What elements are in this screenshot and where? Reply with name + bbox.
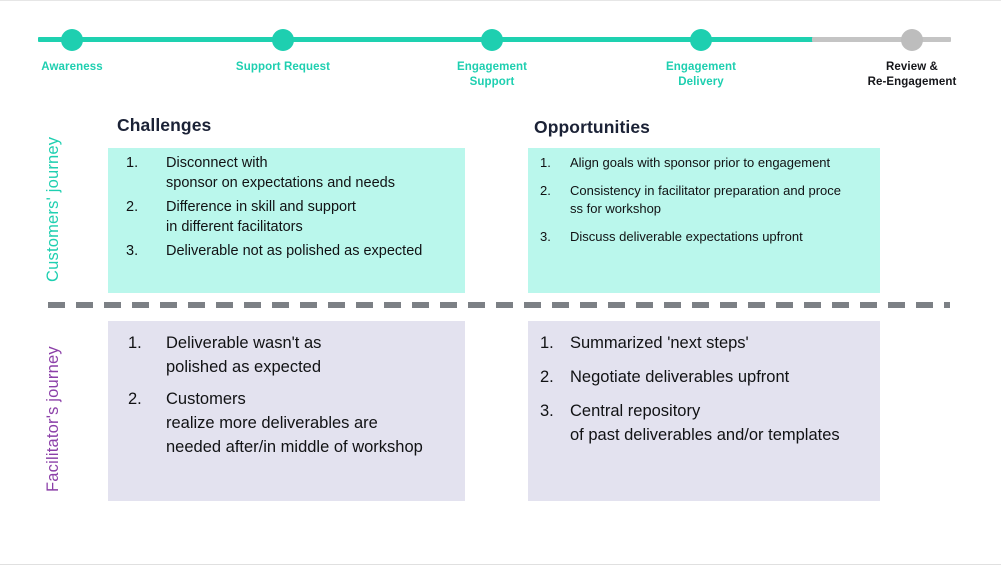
list-item-number: 2.: [540, 183, 551, 198]
list-item-text: Discuss deliverable expectations upfront: [570, 229, 803, 244]
list-item: 2. Difference in skill and support in di…: [118, 198, 455, 237]
list-item: 1. Disconnect with sponsor on expectatio…: [118, 154, 455, 193]
list-item-text: Align goals with sponsor prior to engage…: [570, 155, 831, 170]
list-item: 1. Deliverable wasn't as polished as exp…: [120, 331, 455, 379]
timeline-node-review-reengagement[interactable]: [901, 29, 923, 51]
list-item-number: 1.: [540, 334, 554, 352]
journey-row-divider: [48, 302, 950, 308]
panel-facilitator-challenges: 1. Deliverable wasn't as polished as exp…: [108, 321, 465, 501]
list-facilitator-challenges: 1. Deliverable wasn't as polished as exp…: [120, 331, 455, 459]
list-item-number: 3.: [126, 243, 139, 259]
timeline-label-engagement-support: Engagement Support: [456, 61, 528, 88]
list-item-text: Deliverable not as polished as expected: [166, 243, 423, 259]
list-item: 2. Consistency in facilitator preparatio…: [540, 182, 870, 218]
timeline-node-awareness[interactable]: [61, 29, 83, 51]
list-item: 1. Summarized 'next steps': [540, 331, 870, 355]
timeline-label-engagement-delivery: Engagement Delivery: [665, 61, 737, 88]
timeline-rail-progress: [38, 37, 814, 42]
list-item-text: Deliverable wasn't as polished as expect…: [166, 334, 322, 376]
timeline-node-support-request[interactable]: [272, 29, 294, 51]
list-item: 2. Negotiate deliverables upfront: [540, 365, 870, 389]
list-customers-opportunities: 1. Align goals with sponsor prior to eng…: [540, 154, 870, 246]
list-item: 3. Discuss deliverable expectations upfr…: [540, 228, 870, 246]
list-facilitator-opportunities: 1. Summarized 'next steps' 2. Negotiate …: [540, 331, 870, 447]
panel-customers-challenges: 1. Disconnect with sponsor on expectatio…: [108, 148, 465, 293]
list-item: 2. Customers realize more deliverables a…: [120, 387, 455, 459]
row-label-customers-journey: Customers' journey: [44, 136, 62, 282]
list-customers-challenges: 1. Disconnect with sponsor on expectatio…: [118, 154, 455, 262]
list-item-number: 2.: [128, 390, 142, 408]
list-item: 1. Align goals with sponsor prior to eng…: [540, 154, 870, 172]
list-item-text: Disconnect with sponsor on expectations …: [166, 155, 395, 191]
list-item-text: Consistency in facilitator preparation a…: [570, 183, 841, 216]
list-item-number: 3.: [540, 402, 554, 420]
list-item-number: 1.: [128, 334, 142, 352]
list-item-text: Negotiate deliverables upfront: [570, 368, 790, 386]
list-item-text: Customers realize more deliverables are …: [166, 390, 423, 456]
list-item-number: 1.: [126, 155, 139, 171]
list-item-number: 2.: [540, 368, 554, 386]
list-item-number: 3.: [540, 229, 551, 244]
timeline-node-engagement-support[interactable]: [481, 29, 503, 51]
timeline-label-support-request: Support Request: [235, 61, 331, 73]
timeline-node-engagement-delivery[interactable]: [690, 29, 712, 51]
panel-facilitator-opportunities: 1. Summarized 'next steps' 2. Negotiate …: [528, 321, 880, 501]
row-label-facilitator-journey: Facilitator's journey: [44, 346, 62, 492]
list-item-text: Central repository of past deliverables …: [570, 402, 840, 444]
timeline-label-review-reengagement: Review & Re-Engagement: [867, 61, 957, 88]
list-item-number: 2.: [126, 199, 139, 215]
list-item-number: 1.: [540, 155, 551, 170]
column-heading-challenges: Challenges: [117, 115, 212, 135]
list-item-text: Summarized 'next steps': [570, 334, 749, 352]
list-item-text: Difference in skill and support in diffe…: [166, 199, 356, 235]
panel-customers-opportunities: 1. Align goals with sponsor prior to eng…: [528, 148, 880, 293]
journey-timeline: Awareness Support Request Engagement Sup…: [0, 1, 1001, 101]
list-item: 3. Deliverable not as polished as expect…: [118, 242, 455, 262]
list-item: 3. Central repository of past deliverabl…: [540, 399, 870, 447]
column-heading-opportunities: Opportunities: [534, 117, 651, 137]
timeline-rail-remaining: [812, 37, 951, 42]
timeline-label-awareness: Awareness: [41, 61, 103, 73]
